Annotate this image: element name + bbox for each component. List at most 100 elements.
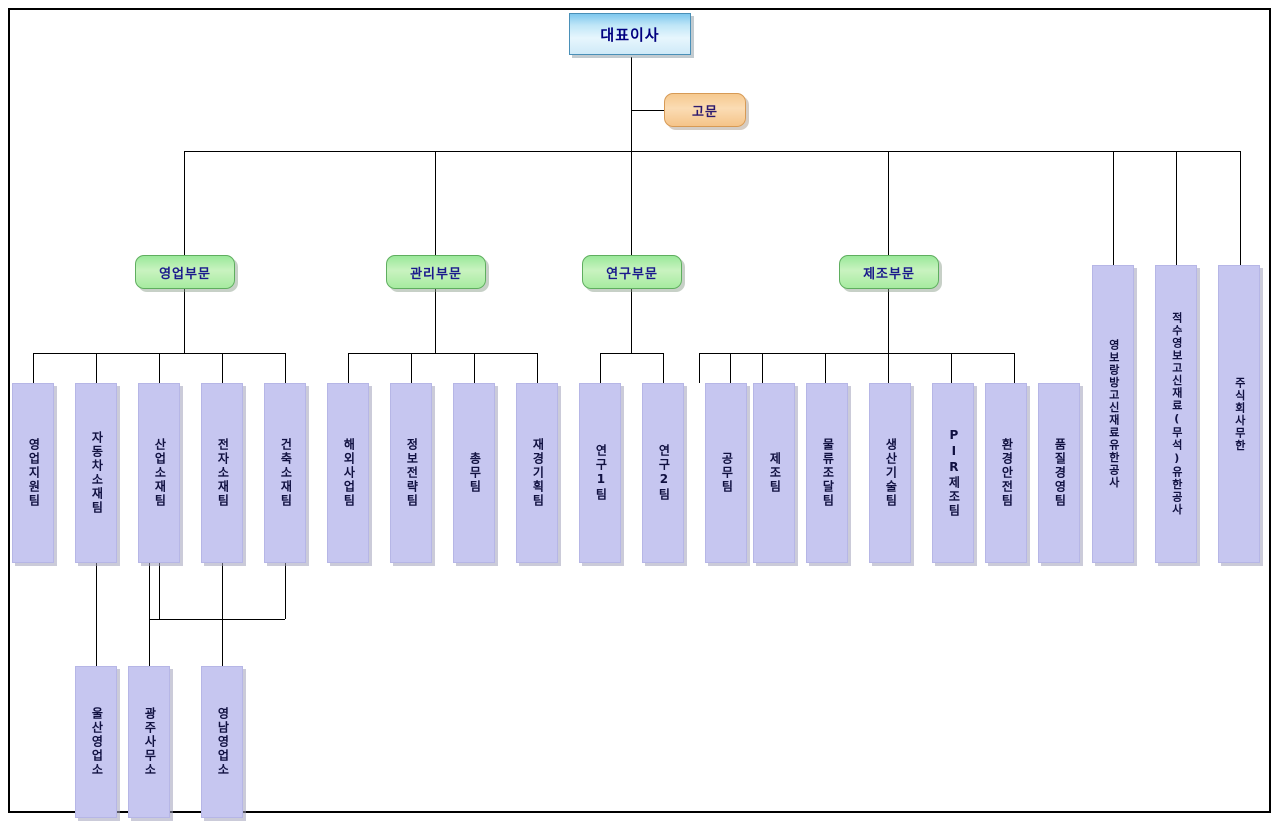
node-division-mfg[interactable]: 제조부문 xyxy=(839,255,939,289)
connector-sub-bus-drop-right xyxy=(285,563,286,619)
connector-mfg-team-1 xyxy=(762,353,763,383)
node-team[interactable]: 산업소재팀 xyxy=(138,383,180,563)
node-division-rnd[interactable]: 연구부문 xyxy=(582,255,682,289)
connector-sub-bus-drop-left xyxy=(159,563,160,619)
connector-rnd-team-bus xyxy=(600,353,663,354)
node-team[interactable]: 영업지원팀 xyxy=(12,383,54,563)
subsidiary-label: 주식회사무한 xyxy=(1233,376,1247,452)
node-team[interactable]: 총무팀 xyxy=(453,383,495,563)
team-label: 자동차소재팀 xyxy=(89,431,104,515)
node-team[interactable]: 전자소재팀 xyxy=(201,383,243,563)
node-team[interactable]: 자동차소재팀 xyxy=(75,383,117,563)
connector-admin-team-bus xyxy=(348,353,537,354)
node-team[interactable]: 정보전략팀 xyxy=(390,383,432,563)
branch-office-label: 울산영업소 xyxy=(89,707,104,777)
node-team[interactable]: PIR제조팀 xyxy=(932,383,974,563)
division-label-mfg: 제조부문 xyxy=(863,266,915,282)
connector-mfg-team-2 xyxy=(825,353,826,383)
chart-frame-border xyxy=(8,8,1271,813)
team-label: 품질경영팀 xyxy=(1052,438,1067,508)
connector-admin-team-4 xyxy=(537,353,538,383)
connector-bus-to-subsidiary-1 xyxy=(1113,151,1114,265)
team-label: 해외사업팀 xyxy=(341,438,356,508)
team-label: PIR제조팀 xyxy=(946,428,961,518)
node-division-admin[interactable]: 관리부문 xyxy=(386,255,486,289)
connector-branch-ulsan xyxy=(96,563,97,666)
node-team[interactable]: 연구1팀 xyxy=(579,383,621,563)
connector-bus-to-subsidiary-2 xyxy=(1176,151,1177,265)
connector-mfg-trunk xyxy=(888,289,889,353)
node-team[interactable]: 공무팀 xyxy=(705,383,747,563)
connector-branch-yeongnam xyxy=(222,563,223,666)
node-branch-office[interactable]: 영남영업소 xyxy=(201,666,243,818)
connector-admin-team-2 xyxy=(411,353,412,383)
node-team[interactable]: 해외사업팀 xyxy=(327,383,369,563)
node-subsidiary[interactable]: 적수영보고신재료(무석)유한공사 xyxy=(1155,265,1197,563)
team-label: 생산기술팀 xyxy=(883,438,898,508)
connector-sub-bus xyxy=(149,619,285,620)
node-ceo[interactable]: 대표이사 xyxy=(569,13,691,55)
node-team[interactable]: 제조팀 xyxy=(753,383,795,563)
node-subsidiary[interactable]: 주식회사무한 xyxy=(1218,265,1260,563)
connector-mfg-team-bus-left xyxy=(699,353,762,354)
node-branch-office[interactable]: 울산영업소 xyxy=(75,666,117,818)
team-label: 환경안전팀 xyxy=(999,438,1014,508)
connector-sales-team-1 xyxy=(33,353,34,383)
division-label-rnd: 연구부문 xyxy=(606,266,658,282)
connector-mfg-team-3 xyxy=(888,353,889,383)
connector-mfg-team-5 xyxy=(1014,353,1015,383)
team-label: 연구1팀 xyxy=(593,444,608,502)
team-label: 총무팀 xyxy=(467,452,482,494)
node-team[interactable]: 재경기획팀 xyxy=(516,383,558,563)
branch-office-label: 영남영업소 xyxy=(215,707,230,777)
connector-sales-team-2 xyxy=(96,353,97,383)
subsidiary-label: 적수영보고신재료(무석)유한공사 xyxy=(1170,312,1184,516)
team-label: 정보전략팀 xyxy=(404,438,419,508)
node-team[interactable]: 환경안전팀 xyxy=(985,383,1027,563)
connector-rnd-team-1 xyxy=(600,353,601,383)
connector-bus-to-admin xyxy=(435,151,436,255)
node-team[interactable]: 품질경영팀 xyxy=(1038,383,1080,563)
node-division-sales[interactable]: 영업부문 xyxy=(135,255,235,289)
team-label: 산업소재팀 xyxy=(152,438,167,508)
node-team[interactable]: 생산기술팀 xyxy=(869,383,911,563)
division-label-admin: 관리부문 xyxy=(410,266,462,282)
connector-sales-team-3 xyxy=(159,353,160,383)
division-label-sales: 영업부문 xyxy=(159,266,211,282)
branch-office-label: 광주사무소 xyxy=(142,707,157,777)
connector-mfg-team-7 xyxy=(699,353,700,383)
team-label: 연구2팀 xyxy=(656,444,671,502)
connector-branch-gwangju xyxy=(149,563,150,666)
node-team[interactable]: 물류조달팀 xyxy=(806,383,848,563)
connector-admin-team-3 xyxy=(474,353,475,383)
connector-mfg-team-6 xyxy=(730,353,731,383)
connector-sales-team-5 xyxy=(285,353,286,383)
team-label: 물류조달팀 xyxy=(820,438,835,508)
node-team[interactable]: 건축소재팀 xyxy=(264,383,306,563)
connector-bus-to-sales xyxy=(184,151,185,255)
node-advisor[interactable]: 고문 xyxy=(664,93,746,127)
node-subsidiary[interactable]: 영보랑방고신재료유한공사 xyxy=(1092,265,1134,563)
connector-sales-trunk xyxy=(184,289,185,353)
connector-ceo-trunk xyxy=(631,57,632,152)
connector-bus-to-mfg xyxy=(888,151,889,255)
connector-bus-to-subsidiary-3 xyxy=(1240,151,1241,265)
connector-bus-to-rnd xyxy=(631,151,632,255)
connector-admin-team-1 xyxy=(348,353,349,383)
team-label: 공무팀 xyxy=(719,452,734,494)
node-branch-office[interactable]: 광주사무소 xyxy=(128,666,170,818)
node-team[interactable]: 연구2팀 xyxy=(642,383,684,563)
connector-sales-team-4 xyxy=(222,353,223,383)
team-label: 재경기획팀 xyxy=(530,438,545,508)
connector-mfg-team-4 xyxy=(951,353,952,383)
connector-ceo-advisor xyxy=(631,110,665,111)
team-label: 제조팀 xyxy=(767,452,782,494)
team-label: 영업지원팀 xyxy=(26,438,41,508)
team-label: 건축소재팀 xyxy=(278,438,293,508)
team-label: 전자소재팀 xyxy=(215,438,230,508)
connector-admin-trunk xyxy=(435,289,436,353)
connector-rnd-trunk xyxy=(631,289,632,353)
connector-rnd-team-2 xyxy=(663,353,664,383)
subsidiary-label: 영보랑방고신재료유한공사 xyxy=(1107,339,1121,489)
